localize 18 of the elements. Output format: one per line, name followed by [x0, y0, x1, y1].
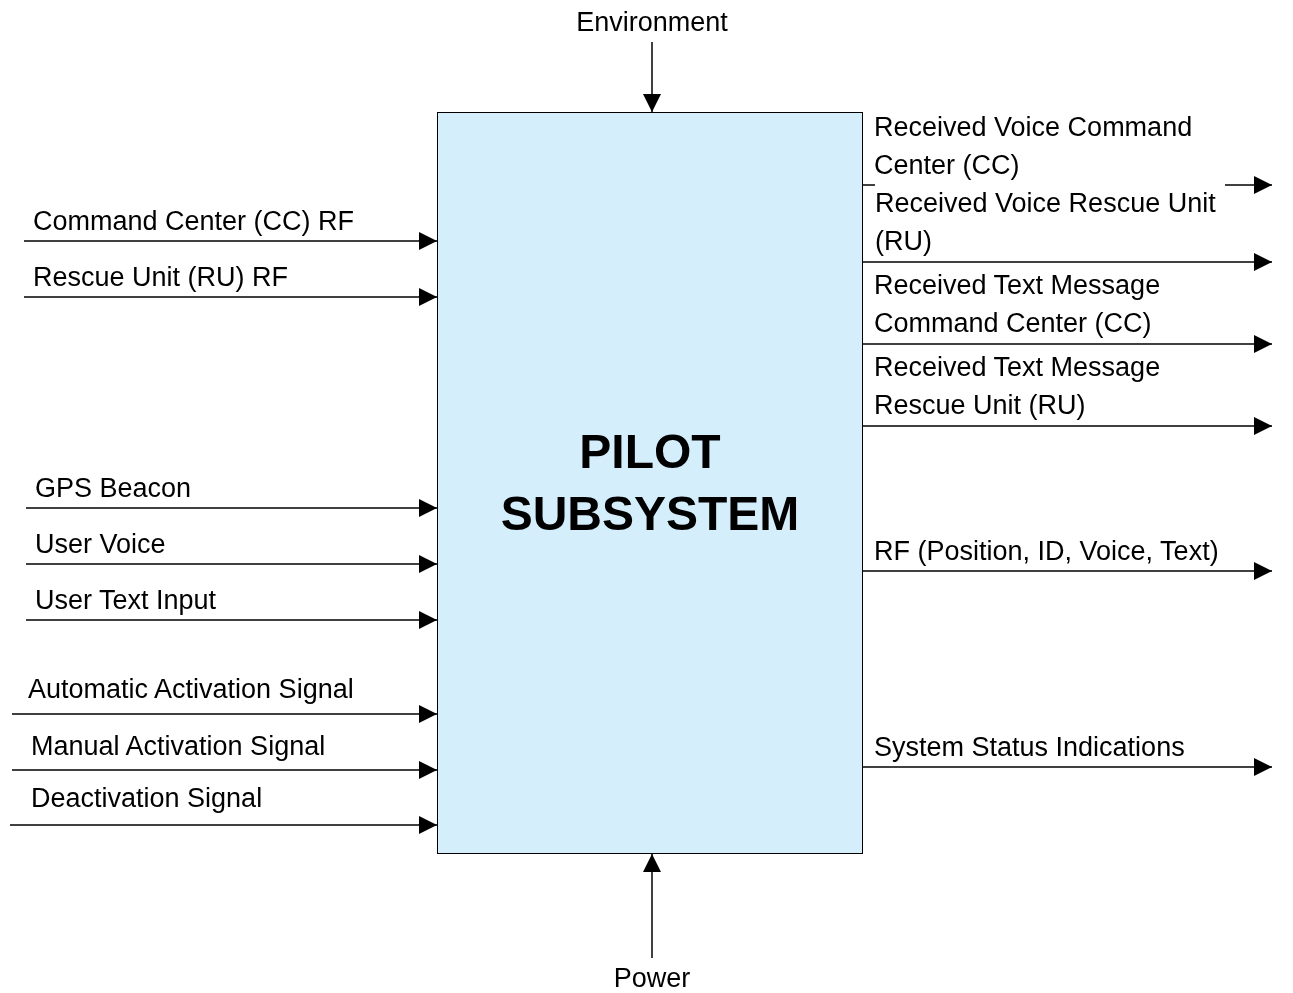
arrow: [643, 41, 661, 113]
arrow: [25, 555, 438, 573]
arrow: [25, 611, 438, 629]
arrow: [862, 335, 1273, 353]
signal-label: Power: [613, 962, 691, 993]
arrow: [11, 761, 438, 779]
arrow: [862, 253, 1273, 271]
arrow: [23, 288, 438, 306]
system-block: [437, 112, 863, 854]
arrow: [862, 417, 1273, 435]
arrow: [23, 232, 438, 250]
arrow: [9, 816, 438, 834]
arrow: [862, 758, 1273, 776]
arrow: [643, 853, 661, 959]
block-title: PILOT SUBSYSTEM: [500, 424, 800, 542]
arrow: [25, 499, 438, 517]
signal-label: Environment: [576, 6, 728, 38]
arrow: [11, 705, 438, 723]
